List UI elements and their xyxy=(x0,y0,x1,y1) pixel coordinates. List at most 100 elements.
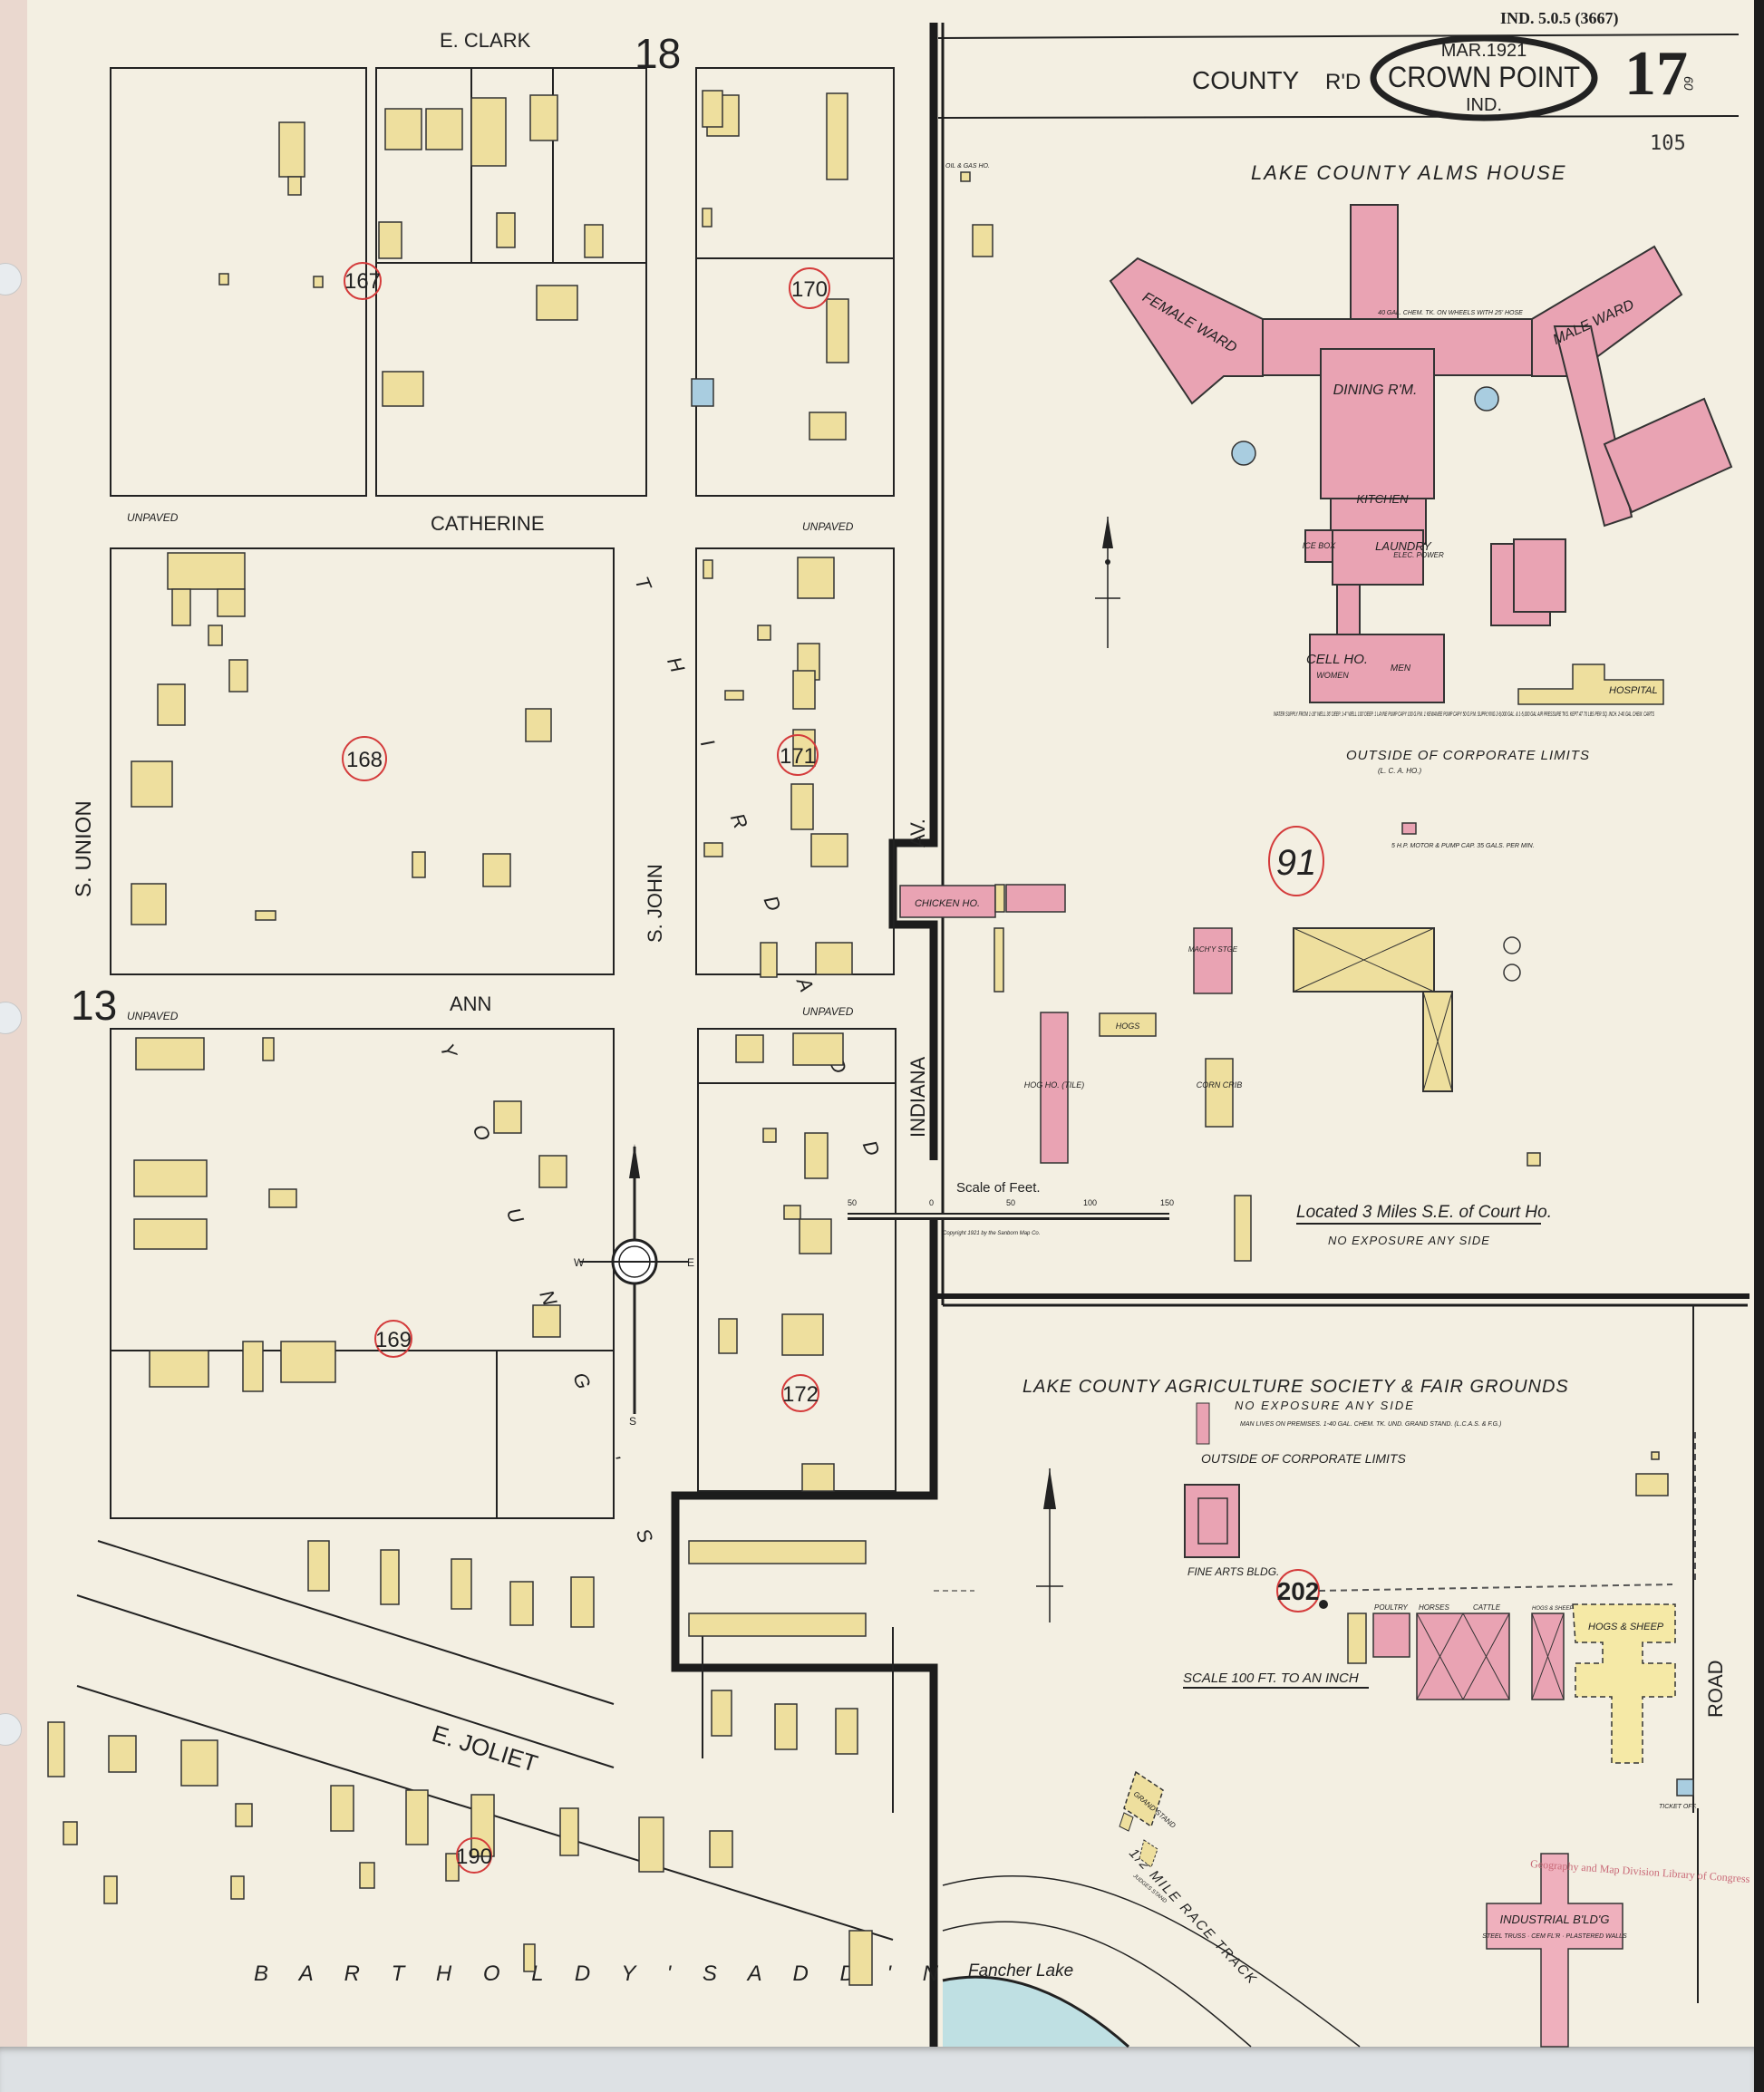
barn xyxy=(1293,927,1521,1092)
dwellings xyxy=(47,90,873,1986)
city-blocks xyxy=(76,67,897,1941)
street-ann: ANN xyxy=(450,993,491,1015)
industrial-building-label: INDUSTRIAL B'LD'G xyxy=(1499,1913,1609,1926)
scale-tick: 100 xyxy=(1083,1198,1097,1207)
compass-rose: W E S xyxy=(574,1144,694,1428)
hog-house-label: HOG HO. (TILE) xyxy=(1024,1080,1085,1090)
chem-tank-note: 40 GAL. CHEM. TK. ON WHEELS WITH 25' HOS… xyxy=(1378,310,1523,316)
hogs-sheep-shed-label: HOGS & SHEEP xyxy=(1588,1622,1664,1632)
poultry-label: POULTRY xyxy=(1374,1603,1409,1612)
elec-power-label: ELEC. POWER xyxy=(1393,551,1444,559)
block-number: 171 xyxy=(780,744,816,769)
location-note: Located 3 Miles S.E. of Court Ho. xyxy=(1296,1203,1552,1222)
block-number: 190 xyxy=(456,1845,492,1869)
industrial-building: INDUSTRIAL B'LD'G STEEL TRUSS · CEM FL'R… xyxy=(1482,1853,1627,2048)
fair-exposure-note: NO EXPOSURE ANY SIDE xyxy=(1235,1399,1415,1412)
street-indiana: INDIANA xyxy=(906,1056,929,1138)
bartholdys-add-label: B A R T H O L D Y ' S A D D ' N xyxy=(254,1961,951,1986)
county-road-label: COUNTY xyxy=(1192,66,1300,94)
ice-box-label: ICE BOX xyxy=(1303,541,1337,550)
adjacent-sheet-18: 18 xyxy=(635,30,681,77)
city-name: CROWN POINT xyxy=(1388,61,1580,93)
horses-label: HORSES xyxy=(1419,1603,1449,1612)
hospital-label: HOSPITAL xyxy=(1609,685,1658,696)
block-number: 169 xyxy=(375,1328,412,1352)
fancher-lake-label: Fancher Lake xyxy=(968,1961,1073,1981)
stone-building xyxy=(691,378,714,407)
street-e-joliet: E. JOLIET xyxy=(429,1719,541,1777)
third-add-label: T H I R D A D D xyxy=(630,574,897,1191)
left-margin-number: 13 xyxy=(71,982,117,1029)
street-e-clark: E. CLARK xyxy=(440,29,531,52)
map-canvas[interactable]: COUNTY R'D MAR.1921 CROWN POINT IND. 17 … xyxy=(0,0,1764,2048)
alms-limits-code: (L. C. A. HO.) xyxy=(1378,767,1421,775)
ticket-office-label: TICKET OFF. xyxy=(1659,1804,1697,1810)
scan-edge xyxy=(1754,0,1764,2092)
hogs-shed-label: HOGS xyxy=(1116,1022,1140,1031)
unpaved-note: UNPAVED xyxy=(802,1005,854,1018)
street-s-john: S. JOHN xyxy=(644,864,666,943)
race-track-inner xyxy=(942,1921,1252,2048)
hospital-building: HOSPITAL xyxy=(1517,663,1664,705)
sheet-side-note: 60 xyxy=(1682,76,1696,91)
street-road: ROAD xyxy=(1704,1660,1727,1718)
street-catherine: CATHERINE xyxy=(431,512,545,535)
block-number: 170 xyxy=(791,277,828,302)
alms-house-title: LAKE COUNTY ALMS HOUSE xyxy=(1251,161,1566,184)
sheet-number: 17 xyxy=(1624,39,1688,109)
women-label: WOMEN xyxy=(1316,671,1349,680)
block-number-202: 202 xyxy=(1277,1577,1320,1605)
alms-limits-note: OUTSIDE OF CORPORATE LIMITS xyxy=(1346,748,1590,763)
cell-house-label: CELL HO. xyxy=(1306,652,1368,667)
scan-background xyxy=(0,2047,1754,2092)
compass-east: E xyxy=(687,1256,694,1269)
dining-room-label: DINING R'M. xyxy=(1333,383,1418,398)
hogs-sheep-label: HOGS & SHEEP xyxy=(1532,1606,1573,1612)
unpaved-note: UNPAVED xyxy=(802,520,854,533)
street-labels: E. CLARK CATHERINE ANN E. JOLIET S. UNIO… xyxy=(71,29,1727,1777)
men-label: MEN xyxy=(1391,663,1411,673)
cistern xyxy=(1231,441,1256,466)
road-suffix: R'D xyxy=(1325,70,1361,94)
cattle-label: CATTLE xyxy=(1473,1603,1501,1612)
oil-gas-house-label: OIL & GAS HO. xyxy=(945,163,990,169)
block-numbers: 167 168 169 170 171 172 190 91 202 xyxy=(342,262,1324,1874)
archive-stamp: IND. 5.0.5 (3667) xyxy=(1500,9,1619,28)
scale-bar: Scale of Feet. 50 0 50 100 150 Copyright… xyxy=(848,1180,1174,1236)
block-number: 167 xyxy=(344,269,381,294)
fancher-lake xyxy=(943,1977,1129,2047)
kitchen-label: KITCHEN xyxy=(1356,492,1409,506)
fine-arts-building: FINE ARTS BLDG. xyxy=(1184,1484,1279,1578)
state-name: IND. xyxy=(1466,95,1502,115)
scale-tick: 0 xyxy=(929,1198,934,1207)
unpaved-note: UNPAVED xyxy=(127,1010,179,1022)
title-block: COUNTY R'D MAR.1921 CROWN POINT IND. 17 … xyxy=(937,9,1740,155)
pump-note: 5 H.P. MOTOR & PUMP CAP. 35 GALS. PER MI… xyxy=(1391,843,1535,849)
block-number: 172 xyxy=(782,1382,819,1407)
compass-west: W xyxy=(574,1256,585,1269)
water-supply-note: WATER SUPPLY FROM 1-18" WELL 36' DEEP. 1… xyxy=(1274,712,1654,718)
fair-limits-note: OUTSIDE OF CORPORATE LIMITS xyxy=(1201,1451,1407,1466)
mach-storage-label: MACH'Y STGE xyxy=(1188,945,1238,954)
scale-tick: 50 xyxy=(848,1198,857,1207)
block-number-91: 91 xyxy=(1276,843,1317,883)
north-arrow xyxy=(1095,517,1120,648)
block-number: 168 xyxy=(346,748,383,772)
laundry-label: LAUNDRY xyxy=(1375,539,1432,553)
north-arrow-fair xyxy=(1036,1468,1063,1622)
copyright-note: Copyright 1921 by the Sanborn Map Co. xyxy=(943,1231,1040,1236)
industrial-building-note: STEEL TRUSS · CEM FL'R · PLASTERED WALLS xyxy=(1482,1933,1627,1940)
adjacent-sheet-ref: 105 xyxy=(1650,132,1686,155)
map-date: MAR.1921 xyxy=(1441,41,1527,61)
city-oval xyxy=(1370,34,1598,121)
cistern xyxy=(1474,386,1499,412)
fair-scale-note: SCALE 100 FT. TO AN INCH xyxy=(1183,1671,1359,1686)
unpaved-note: UNPAVED xyxy=(127,511,179,524)
race-track-outer xyxy=(942,1874,1361,2048)
chicken-house-label: CHICKEN HO. xyxy=(915,898,980,909)
fair-grounds-title: LAKE COUNTY AGRICULTURE SOCIETY & FAIR G… xyxy=(1023,1377,1569,1397)
fair-grounds: LAKE COUNTY AGRICULTURE SOCIETY & FAIR G… xyxy=(934,1305,1750,2048)
farm-buildings: CHICKEN HO. HOG HO. (TILE) HOGS MACH'Y S… xyxy=(899,163,1552,1262)
scale-tick: 50 xyxy=(1006,1198,1015,1207)
street-av: AV. xyxy=(906,818,929,847)
